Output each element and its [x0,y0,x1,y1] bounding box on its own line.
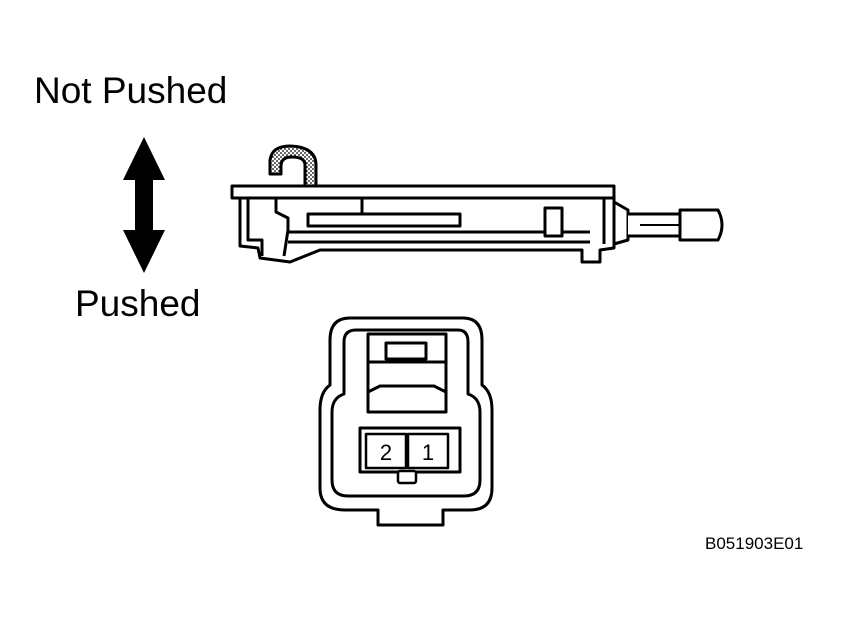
label-pushed: Pushed [75,283,201,324]
figure-code: B051903E01 [705,534,804,553]
double-arrow-vertical-icon [123,137,165,273]
pin-label-2: 2 [380,440,392,465]
pin-cell-2 [364,432,408,470]
plunger-hook [268,144,318,192]
pin-label-1: 1 [422,440,434,465]
pin-cell-1 [406,432,450,470]
switch-slot [306,212,462,228]
polarizing-key [396,469,418,485]
switch-window [543,206,564,238]
connector-front-view [318,316,494,527]
label-not-pushed: Not Pushed [34,70,228,111]
cable-end [678,208,724,242]
switch-side-view [230,144,724,264]
